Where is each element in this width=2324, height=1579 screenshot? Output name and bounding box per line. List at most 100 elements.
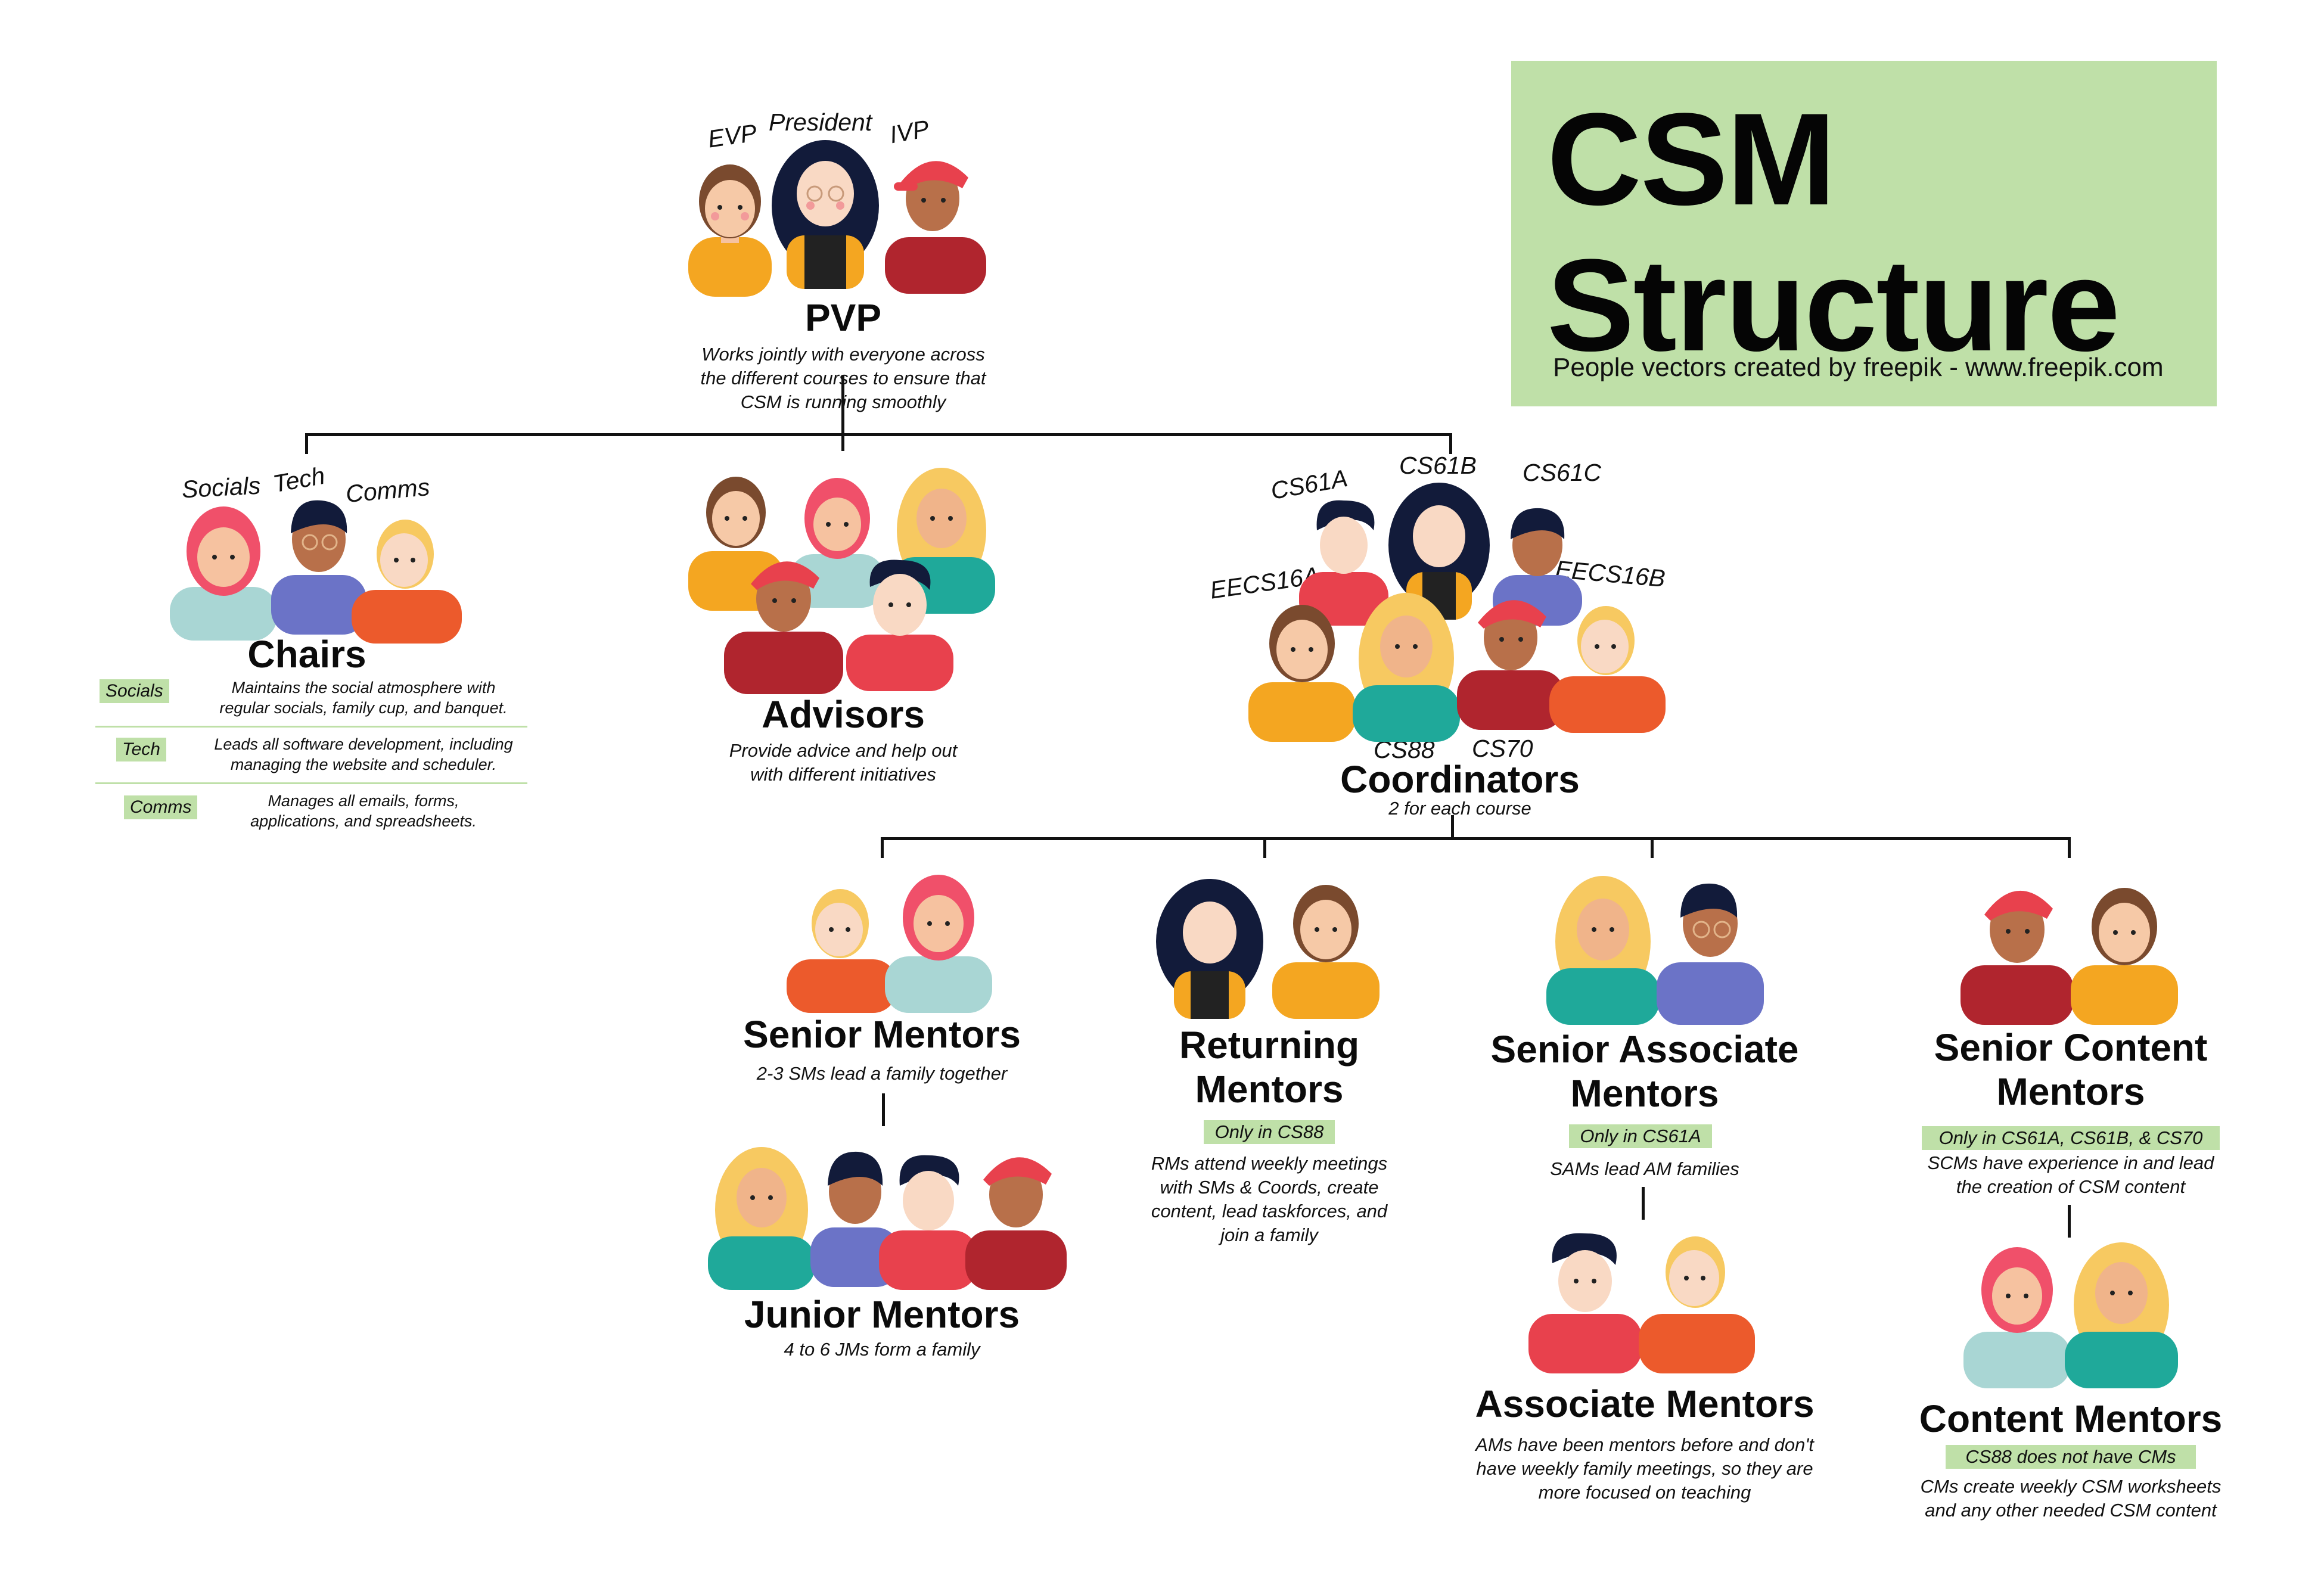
connector bbox=[881, 837, 884, 858]
person-illustration bbox=[846, 560, 953, 691]
person-illustration bbox=[1248, 605, 1356, 742]
connector bbox=[1642, 1187, 1645, 1220]
course-label-cs61c: CS61C bbox=[1523, 459, 1602, 486]
desc-line: managing the website and scheduler. bbox=[230, 756, 497, 773]
desc-line: applications, and spreadsheets. bbox=[250, 812, 477, 830]
person-illustration bbox=[271, 500, 366, 635]
connector bbox=[305, 433, 1452, 436]
person-illustration bbox=[170, 506, 277, 641]
person-illustration bbox=[790, 478, 885, 608]
desc-line: the different courses to ensure that bbox=[700, 368, 986, 388]
senior-content-mentors-tag: Only in CS61A, CS61B, & CS70 bbox=[1922, 1126, 2220, 1150]
pvp-title: PVP bbox=[804, 296, 882, 339]
chairs-title: Chairs bbox=[247, 633, 366, 676]
advisors-title: Advisors bbox=[762, 693, 925, 736]
connector bbox=[1651, 837, 1654, 858]
person-illustration bbox=[1639, 1236, 1755, 1373]
person-illustration bbox=[724, 561, 843, 694]
desc-line: have weekly family meetings, so they are bbox=[1476, 1458, 1813, 1479]
senior-content-mentors-description: SCMs have experience in and lead the cre… bbox=[1892, 1151, 2250, 1199]
desc-line: CMs create weekly CSM worksheets bbox=[1920, 1476, 2222, 1497]
chair-tag-tech: Tech bbox=[116, 738, 166, 761]
desc-line: with different initiatives bbox=[750, 764, 936, 785]
connector bbox=[2068, 1205, 2071, 1238]
role-label-president: President bbox=[769, 108, 872, 136]
person-illustration bbox=[688, 164, 772, 297]
chair-tag-comms: Comms bbox=[124, 795, 198, 819]
person-illustration bbox=[879, 1155, 977, 1290]
person-illustration bbox=[1457, 600, 1564, 730]
associate-mentors-title: Associate Mentors bbox=[1475, 1382, 1815, 1425]
associate-mentors-description: AMs have been mentors before and don't h… bbox=[1430, 1433, 1859, 1505]
desc-line: the creation of CSM content bbox=[1956, 1176, 2186, 1197]
title-line: Mentors bbox=[1996, 1070, 2145, 1113]
desc-line: Manages all emails, forms, bbox=[268, 792, 459, 810]
chair-desc-comms: Manages all emails, forms, applications,… bbox=[179, 791, 548, 831]
title-line: Mentors bbox=[1570, 1071, 1719, 1115]
junior-mentors-description: 4 to 6 JMs form a family bbox=[784, 1339, 980, 1360]
senior-mentors-title: Senior Mentors bbox=[743, 1013, 1021, 1056]
person-illustration bbox=[1528, 1233, 1642, 1373]
page-title-line1: CSM bbox=[1547, 86, 1836, 232]
person-illustration bbox=[1353, 593, 1460, 742]
title-line: Returning bbox=[1179, 1024, 1360, 1067]
chair-desc-tech: Leads all software development, includin… bbox=[179, 734, 548, 775]
person-illustration bbox=[1963, 1247, 2071, 1388]
person-illustration bbox=[708, 1147, 815, 1290]
divider bbox=[95, 782, 527, 784]
returning-mentors-tag: Only in CS88 bbox=[1204, 1120, 1335, 1144]
person-illustration bbox=[1961, 890, 2074, 1025]
person-illustration bbox=[688, 477, 784, 611]
content-mentors-tag: CS88 does not have CMs bbox=[1946, 1445, 2196, 1469]
person-illustration bbox=[1388, 483, 1490, 620]
senior-mentors-description: 2-3 SMs lead a family together bbox=[756, 1063, 1008, 1084]
desc-line: and any other needed CSM content bbox=[1925, 1500, 2217, 1521]
connector bbox=[882, 1093, 885, 1126]
desc-line: Maintains the social atmosphere with bbox=[231, 679, 496, 697]
role-label-socials: Socials bbox=[181, 471, 262, 503]
desc-line: regular socials, family cup, and banquet… bbox=[219, 699, 508, 717]
connector bbox=[1449, 433, 1452, 454]
desc-line: CSM is running smoothly bbox=[740, 391, 946, 412]
title-line: Senior Associate bbox=[1490, 1028, 1799, 1071]
returning-mentors-description: RMs attend weekly meetings with SMs & Co… bbox=[1090, 1152, 1448, 1247]
person-illustration bbox=[1546, 876, 1660, 1025]
returning-mentors-title: Returning Mentors bbox=[1120, 1024, 1418, 1111]
person-illustration bbox=[885, 161, 986, 294]
course-label-cs70: CS70 bbox=[1472, 735, 1533, 762]
senior-content-mentors-title: Senior Content Mentors bbox=[1883, 1026, 2258, 1114]
person-illustration bbox=[2065, 1242, 2178, 1388]
person-illustration bbox=[1156, 879, 1263, 1019]
senior-associate-mentors-description: SAMs lead AM families bbox=[1550, 1158, 1739, 1179]
desc-line: AMs have been mentors before and don't bbox=[1475, 1434, 1814, 1455]
desc-line: join a family bbox=[1220, 1224, 1318, 1245]
desc-line: content, lead taskforces, and bbox=[1151, 1201, 1388, 1221]
person-illustration bbox=[1657, 883, 1764, 1025]
desc-line: Leads all software development, includin… bbox=[214, 735, 513, 753]
person-illustration bbox=[965, 1157, 1067, 1290]
junior-mentors-title: Junior Mentors bbox=[744, 1293, 1020, 1336]
content-mentors-description: CMs create weekly CSM worksheets and any… bbox=[1880, 1475, 2261, 1522]
chair-desc-socials: Maintains the social atmosphere with reg… bbox=[179, 677, 548, 718]
connector bbox=[1263, 837, 1266, 858]
desc-line: more focused on teaching bbox=[1538, 1482, 1751, 1503]
advisors-description: Provide advice and help out with differe… bbox=[664, 739, 1022, 787]
senior-associate-mentors-title: Senior Associate Mentors bbox=[1454, 1028, 1835, 1115]
connector bbox=[1451, 815, 1454, 839]
credit-text: People vectors created by freepik - www.… bbox=[1553, 353, 2164, 382]
person-illustration bbox=[2071, 888, 2178, 1025]
desc-line: RMs attend weekly meetings bbox=[1151, 1153, 1388, 1174]
person-illustration bbox=[352, 520, 462, 644]
desc-line: with SMs & Coords, create bbox=[1160, 1177, 1379, 1198]
person-illustration bbox=[1272, 885, 1380, 1019]
person-illustration bbox=[810, 1151, 900, 1287]
title-line: Senior Content bbox=[1934, 1026, 2208, 1069]
connector bbox=[305, 433, 308, 454]
course-label-cs61b: CS61B bbox=[1399, 452, 1477, 479]
person-illustration bbox=[1549, 606, 1666, 733]
connector bbox=[881, 837, 2071, 840]
content-mentors-title: Content Mentors bbox=[1919, 1397, 2223, 1440]
role-label-evp: EVP bbox=[706, 119, 759, 153]
pvp-description: Works jointly with everyone across the d… bbox=[635, 343, 1052, 414]
person-illustration bbox=[885, 875, 992, 1013]
